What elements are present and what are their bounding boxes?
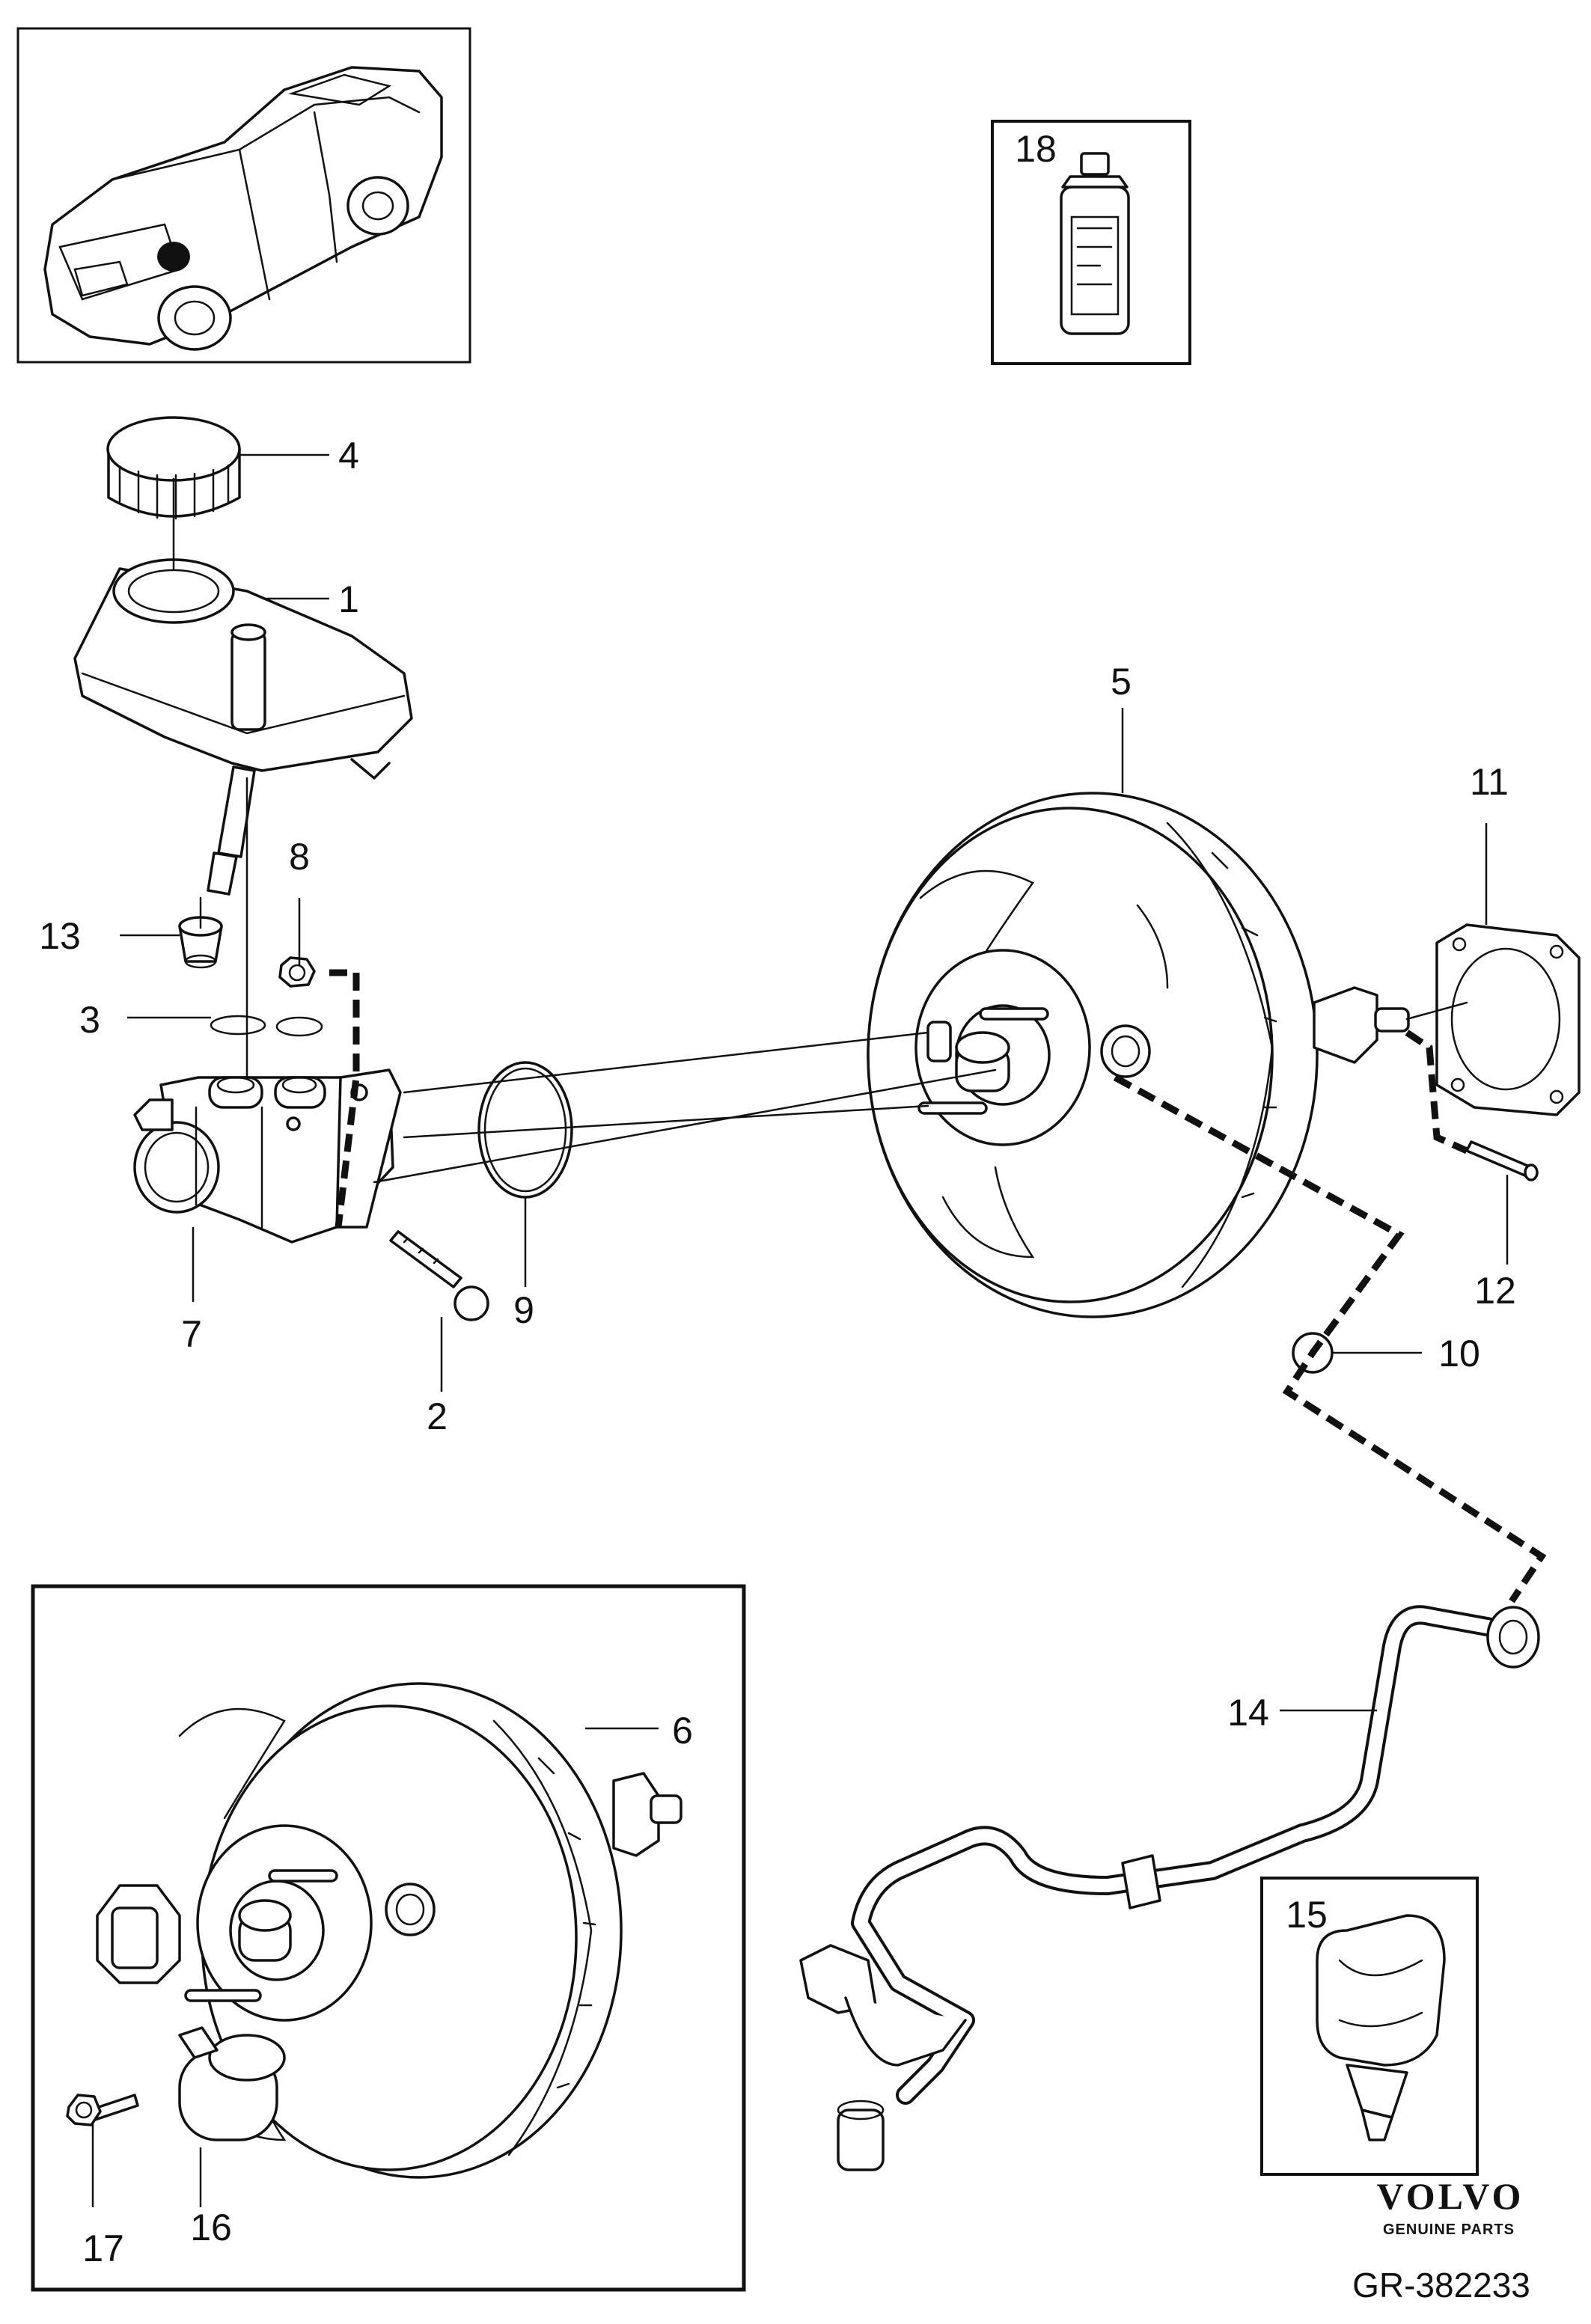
callout-4: 4 bbox=[338, 435, 359, 477]
brand-logo: VOLVO bbox=[1377, 2175, 1524, 2217]
callout-16: 16 bbox=[190, 2207, 232, 2248]
callout-14: 14 bbox=[1227, 1692, 1269, 1734]
diagram-reference: GR-382233 bbox=[1352, 2266, 1530, 2305]
location-marker bbox=[157, 242, 190, 272]
callout-12: 12 bbox=[1474, 1270, 1516, 1312]
callout-11: 11 bbox=[1470, 761, 1509, 803]
callout-13: 13 bbox=[39, 915, 81, 957]
callout-18: 18 bbox=[1015, 128, 1057, 170]
assembly-lines bbox=[172, 477, 1547, 1603]
brake-fluid-inset bbox=[991, 120, 1191, 365]
vehicle-locator-inset bbox=[16, 27, 471, 364]
car-illustration bbox=[43, 66, 443, 351]
leader-lines bbox=[91, 453, 1509, 2207]
sealing-rings bbox=[210, 1015, 323, 1037]
brake-booster-variant bbox=[96, 1682, 682, 2179]
gasket bbox=[1435, 923, 1581, 1116]
brand-block: VOLVO GENUINE PARTS GR-382233 bbox=[1352, 2175, 1530, 2305]
callout-17: 17 bbox=[82, 2227, 124, 2269]
callout-2: 2 bbox=[427, 1395, 448, 1437]
flange-bolt bbox=[66, 2094, 139, 2126]
master-cylinder bbox=[133, 1068, 402, 1244]
nut bbox=[278, 956, 316, 988]
callout-9: 9 bbox=[513, 1289, 534, 1331]
callout-6: 6 bbox=[672, 1710, 693, 1752]
brake-booster bbox=[867, 792, 1410, 1318]
callout-labels: 1 2 3 4 5 6 7 8 9 10 11 12 13 14 15 16 1… bbox=[39, 128, 1516, 2269]
brake-fluid-bottle bbox=[1060, 152, 1130, 335]
vacuum-hose bbox=[799, 1605, 1540, 2171]
callout-5: 5 bbox=[1111, 661, 1132, 703]
booster-variant-inset bbox=[31, 1584, 746, 2292]
callout-10: 10 bbox=[1438, 1333, 1480, 1374]
callout-1: 1 bbox=[338, 578, 359, 620]
callout-15: 15 bbox=[1286, 1894, 1328, 1936]
grommet bbox=[178, 916, 223, 969]
callout-3: 3 bbox=[79, 999, 100, 1041]
callout-7: 7 bbox=[181, 1313, 202, 1355]
fluid-reservoir bbox=[73, 558, 413, 896]
pin bbox=[1465, 1140, 1539, 1181]
hose-clip bbox=[1316, 1914, 1446, 2141]
callout-8: 8 bbox=[289, 836, 310, 878]
brand-tagline: GENUINE PARTS bbox=[1383, 2221, 1515, 2238]
bolt bbox=[389, 1230, 489, 1321]
hose-clip-inset bbox=[1260, 1877, 1479, 2176]
